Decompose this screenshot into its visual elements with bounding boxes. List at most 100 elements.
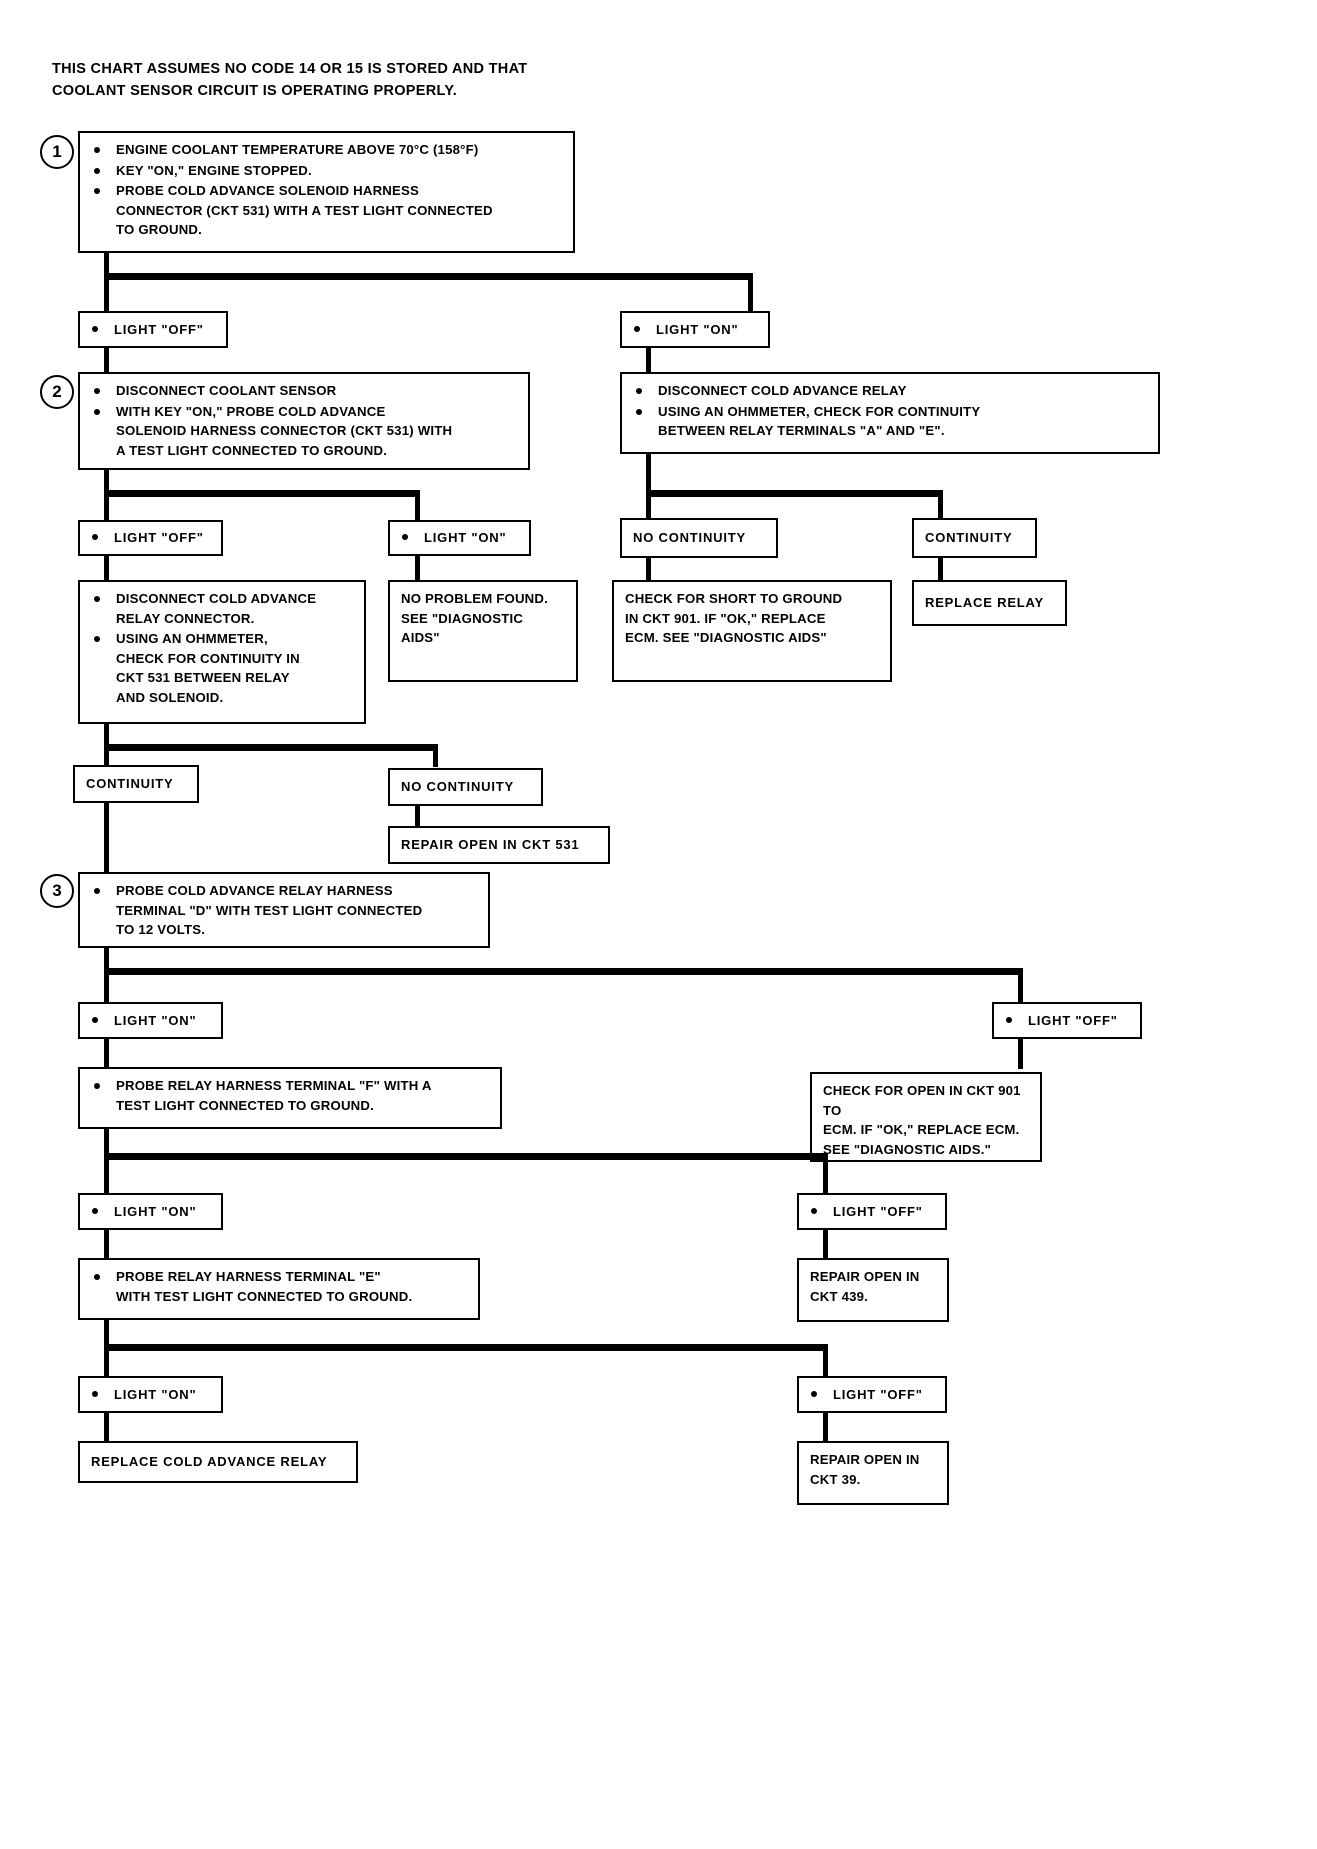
connector-to-r5-off xyxy=(823,1153,828,1195)
label-r6-light-off: LIGHT "OFF" xyxy=(833,1386,923,1402)
node-step2-box: DISCONNECT COOLANT SENSOR WITH KEY "ON,"… xyxy=(78,372,530,470)
connector-step2-down xyxy=(104,470,109,492)
connector-to-r6-on xyxy=(104,1344,109,1378)
connector-r2off-down xyxy=(104,556,109,582)
bullet-dot-icon xyxy=(92,1016,98,1023)
bullet-step3-0: PROBE COLD ADVANCE RELAY HARNESS TERMINA… xyxy=(90,881,479,940)
bullet-dot-icon xyxy=(634,325,640,332)
bullet-step2-1: WITH KEY "ON," PROBE COLD ADVANCE SOLENO… xyxy=(90,402,519,461)
connector-dr-down xyxy=(104,724,109,746)
label-r3-continuity: CONTINUITY xyxy=(86,776,174,792)
label-r2-light-off: LIGHT "OFF" xyxy=(114,530,204,546)
node-r3-no-continuity: NO CONTINUITY xyxy=(388,768,543,806)
connector-r3nocont-down xyxy=(415,806,420,828)
node-r5-light-on: LIGHT "ON" xyxy=(78,1193,223,1230)
bullet-step1-0: ENGINE COOLANT TEMPERATURE ABOVE 70°C (1… xyxy=(90,140,564,160)
connector-to-r2-on xyxy=(415,490,420,523)
connector-r1off-down xyxy=(104,348,109,372)
connector-r3cont-down xyxy=(104,803,109,880)
connector-step1-down xyxy=(104,253,109,275)
connector-to-r1-off xyxy=(104,273,109,311)
connector-to-r3-nocont xyxy=(433,744,438,767)
bullet-dr-1: USING AN OHMMETER, CHECK FOR CONTINUITY … xyxy=(90,629,355,707)
connector-pte-down xyxy=(104,1320,109,1348)
node-no-problem-found: NO PROBLEM FOUND. SEE "DIAGNOSTIC AIDS" xyxy=(388,580,578,682)
bullet-dot-icon xyxy=(1006,1016,1012,1023)
node-r2-light-off: LIGHT "OFF" xyxy=(78,520,223,556)
label-r5-light-on: LIGHT "ON" xyxy=(114,1203,197,1219)
node-probe-terminal-f: PROBE RELAY HARNESS TERMINAL "F" WITH A … xyxy=(78,1067,502,1129)
bullet-dot-icon xyxy=(811,1390,817,1397)
node-r2-no-continuity: NO CONTINUITY xyxy=(620,518,778,558)
label-r3-no-continuity: NO CONTINUITY xyxy=(401,779,514,795)
bullet-dot-icon xyxy=(811,1207,817,1214)
node-check-open-901: CHECK FOR OPEN IN CKT 901 TO ECM. IF "OK… xyxy=(810,1072,1042,1162)
label-repair-open-531: REPAIR OPEN IN CKT 531 xyxy=(401,837,580,853)
bullet-dot-icon xyxy=(92,1390,98,1397)
node-r4-light-off: LIGHT "OFF" xyxy=(992,1002,1142,1039)
node-r5-light-off: LIGHT "OFF" xyxy=(797,1193,947,1230)
connector-r6off-down xyxy=(823,1413,828,1443)
node-replace-cold-advance-relay: REPLACE COLD ADVANCE RELAY xyxy=(78,1441,358,1483)
connector-dr-split xyxy=(104,744,438,751)
bullet-step2r-1: USING AN OHMMETER, CHECK FOR CONTINUITY … xyxy=(632,402,1149,441)
node-r4-light-on: LIGHT "ON" xyxy=(78,1002,223,1039)
label-replace-cold-advance-relay: REPLACE COLD ADVANCE RELAY xyxy=(91,1454,328,1470)
label-r4-light-on: LIGHT "ON" xyxy=(114,1012,197,1028)
node-probe-terminal-e: PROBE RELAY HARNESS TERMINAL "E" WITH TE… xyxy=(78,1258,480,1320)
bullet-step1-2: PROBE COLD ADVANCE SOLENOID HARNESS CONN… xyxy=(90,181,564,240)
connector-step3-split xyxy=(104,968,1023,975)
connector-r2on-down xyxy=(415,556,420,582)
node-r1-light-on: LIGHT "ON" xyxy=(620,311,770,348)
connector-r5off-down xyxy=(823,1230,828,1260)
label-r1-light-on: LIGHT "ON" xyxy=(656,321,739,337)
label-r6-light-on: LIGHT "ON" xyxy=(114,1386,197,1402)
connector-r5on-down xyxy=(104,1230,109,1260)
node-step3-box: PROBE COLD ADVANCE RELAY HARNESS TERMINA… xyxy=(78,872,490,948)
bullet-step2-0: DISCONNECT COOLANT SENSOR xyxy=(90,381,519,401)
connector-r1on-down xyxy=(646,348,651,372)
label-r4-light-off: LIGHT "OFF" xyxy=(1028,1012,1118,1028)
connector-to-r2-off xyxy=(104,490,109,523)
label-r2-continuity: CONTINUITY xyxy=(925,530,1013,546)
connector-r4on-down xyxy=(104,1039,109,1069)
node-disconnect-relay-connector: DISCONNECT COLD ADVANCE RELAY CONNECTOR.… xyxy=(78,580,366,724)
connector-to-continuity xyxy=(938,490,943,523)
step-number-3: 3 xyxy=(40,874,74,908)
label-r1-light-off: LIGHT "OFF" xyxy=(114,321,204,337)
bullet-step1-1: KEY "ON," ENGINE STOPPED. xyxy=(90,161,564,181)
connector-cont-down xyxy=(938,558,943,582)
node-step1-box: ENGINE COOLANT TEMPERATURE ABOVE 70°C (1… xyxy=(78,131,575,253)
connector-step3-down xyxy=(104,948,109,970)
connector-step2r-split xyxy=(646,490,943,497)
node-r2-light-on: LIGHT "ON" xyxy=(388,520,531,556)
node-step2-right-box: DISCONNECT COLD ADVANCE RELAY USING AN O… xyxy=(620,372,1160,454)
bullet-step2r-0: DISCONNECT COLD ADVANCE RELAY xyxy=(632,381,1149,401)
header-note: THIS CHART ASSUMES NO CODE 14 OR 15 IS S… xyxy=(52,61,528,99)
node-r3-continuity: CONTINUITY xyxy=(73,765,199,803)
connector-r4off-down xyxy=(1018,1039,1023,1069)
bullet-dot-icon xyxy=(402,534,408,541)
label-r2-light-on: LIGHT "ON" xyxy=(424,530,507,546)
node-r1-light-off: LIGHT "OFF" xyxy=(78,311,228,348)
node-r2-continuity: CONTINUITY xyxy=(912,518,1037,558)
bullet-ptf-0: PROBE RELAY HARNESS TERMINAL "F" WITH A … xyxy=(90,1076,491,1115)
connector-step2r-down xyxy=(646,454,651,492)
node-repair-open-39: REPAIR OPEN IN CKT 39. xyxy=(797,1441,949,1505)
node-r6-light-off: LIGHT "OFF" xyxy=(797,1376,947,1413)
connector-step1-split xyxy=(104,273,753,280)
connector-to-r1-on xyxy=(748,273,753,311)
node-replace-relay: REPLACE RELAY xyxy=(912,580,1067,626)
connector-nocont-down xyxy=(646,558,651,582)
connector-to-r3-cont xyxy=(104,744,109,767)
connector-ptf-down xyxy=(104,1129,109,1157)
bullet-dr-0: DISCONNECT COLD ADVANCE RELAY CONNECTOR. xyxy=(90,589,355,628)
bullet-pte-0: PROBE RELAY HARNESS TERMINAL "E" WITH TE… xyxy=(90,1267,469,1306)
connector-to-r4-off xyxy=(1018,968,1023,1004)
node-repair-open-439: REPAIR OPEN IN CKT 439. xyxy=(797,1258,949,1322)
connector-r5-split xyxy=(104,1153,828,1160)
label-r2-no-continuity: NO CONTINUITY xyxy=(633,530,746,546)
node-check-short-ground: CHECK FOR SHORT TO GROUND IN CKT 901. IF… xyxy=(612,580,892,682)
connector-r6on-down xyxy=(104,1413,109,1443)
